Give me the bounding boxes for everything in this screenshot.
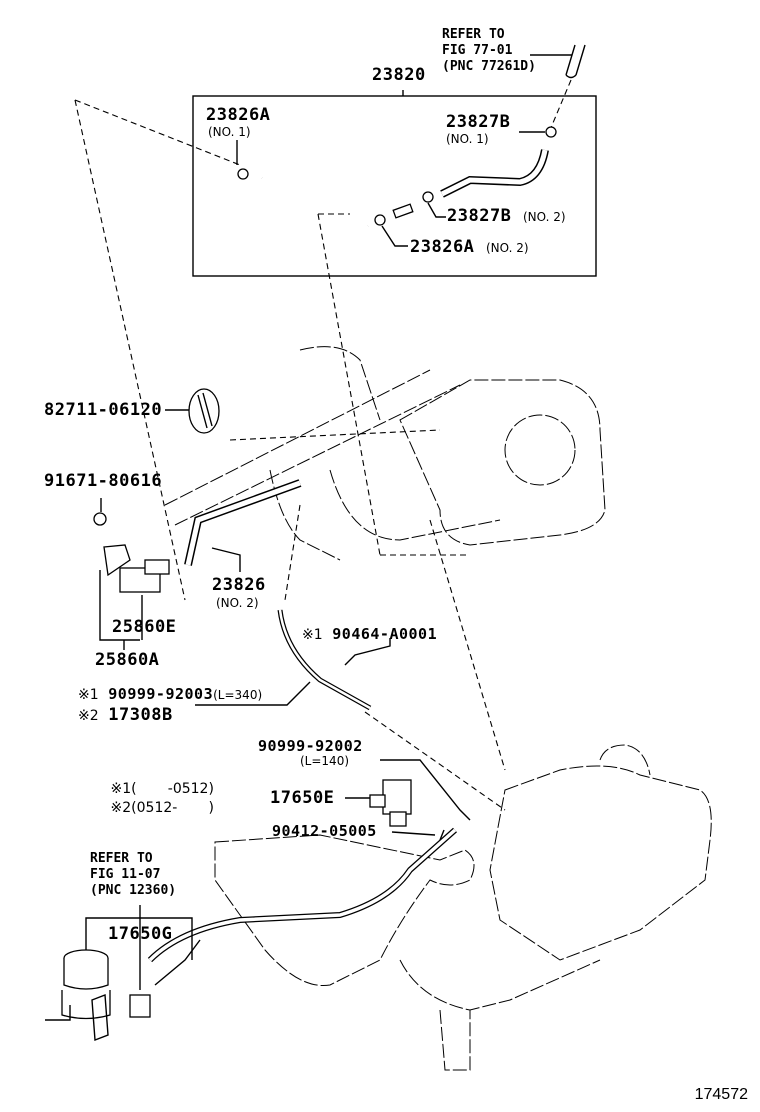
part-17308b: ※2 17308B [78,705,173,724]
dash-line [317,213,381,556]
note-range: (0512- ) [131,800,214,816]
clamp-icon [237,168,249,180]
cap-detail [197,392,213,429]
part-sub-23827b-no1: (NO. 1) [446,132,489,146]
outline [439,1009,471,1071]
part-90999-92003: ※1 90999-92003(L=340) [78,684,262,703]
part-label-23827b-no1[interactable]: 23827B [446,112,511,132]
note-row: ※2(0512- ) [72,778,214,816]
part-90464-a0001: ※1 90464-A0001 [302,624,437,643]
vsv-valve-icon [119,567,161,593]
part-label-23820[interactable]: 23820 [372,65,426,85]
part-label-25860e[interactable]: 25860E [112,617,177,637]
main-hose-icon [147,827,457,963]
note-range: ( -0512) [131,781,214,797]
part-label-23826a-no1[interactable]: 23826A [206,105,271,125]
outline [599,744,651,776]
clamp-icon [422,191,434,203]
mount-part [45,994,109,1041]
part-sub-23827b-no2: (NO. 2) [523,210,566,224]
part-label-90999-92003[interactable]: 90999-92003 [108,685,214,703]
note-mark: ※2 [78,708,99,724]
pipe-end-icon [565,44,586,79]
hose-clip-icon [344,638,391,666]
hose-line [154,939,201,986]
pipe-inner [185,480,301,566]
part-label-90464-a0001[interactable]: 90464-A0001 [332,625,438,643]
dash-line [284,504,301,601]
dash-line [549,79,572,131]
clamp-icon [545,126,557,138]
leader-line [195,681,311,706]
fitting-icon [439,829,445,841]
part-label-17650e[interactable]: 17650E [270,788,335,808]
note-mark: ※2 [110,800,132,816]
pipe-23826-no2-icon [184,479,302,566]
part-sub-23826a-no1: (NO. 1) [208,125,251,139]
part-label-82711-06120[interactable]: 82711-06120 [44,400,163,420]
vsv-part [389,811,407,827]
leader-line [85,917,193,980]
bolt-icon [93,512,107,526]
outline [269,469,341,561]
hose-inner [278,609,371,710]
fuel-tank-outline [214,834,475,987]
hose-inner [440,149,548,197]
canister-body-outline [399,379,606,546]
vsv-17650g-icon [129,994,151,1018]
outline [489,765,712,961]
note-mark: ※1 [302,627,323,643]
part-label-25860a[interactable]: 25860A [95,650,160,670]
hose-inner [260,166,369,231]
leader-line [211,547,241,572]
part-label-17650g[interactable]: 17650G [108,924,173,944]
part-sub-90999-92002: (L=140) [300,754,350,768]
reference-line: (PNC 12360) [90,883,177,898]
vsv-part [144,559,170,575]
reference-line: FIG 11-07 [90,867,161,882]
outline [504,414,576,486]
mount-part [63,958,109,990]
reference-line: FIG 77-01 [442,43,513,58]
part-label-90412-05005[interactable]: 90412-05005 [272,822,377,840]
dash-line [364,711,506,811]
part-sub-23826a-no2: (NO. 2) [486,241,529,255]
vsv-17650e-icon [382,779,412,815]
notes-legend: ※1( -0512) ※2(0512- ) [72,759,214,816]
note-mark: ※1 [78,687,99,703]
hose-inner [148,828,457,962]
leader-line [391,831,436,836]
part-label-90999-92002[interactable]: 90999-92002 [258,737,363,755]
leader-line [381,225,408,247]
part-sub-90999-92003: (L=340) [213,688,263,702]
note-mark: ※1 [110,781,132,797]
reference-line: (PNC 77261D) [442,59,536,74]
vsv-part [369,794,386,808]
leader-line [427,202,446,218]
part-label-23826-no2[interactable]: 23826 [212,575,266,595]
reference-11-07: REFER TO FIG 11-07 (PNC 12360) [90,851,176,899]
dash-line [429,519,506,771]
clamp-icon [374,214,386,226]
dash-line [74,99,186,601]
engine-outline [164,346,501,541]
reference-77-01: REFER TO FIG 77-01 (PNC 77261D) [442,27,536,75]
figure-number: 174572 [694,1086,748,1103]
connector-icon [392,203,414,219]
reference-line: REFER TO [90,851,153,866]
part-label-17308b[interactable]: 17308B [108,705,173,725]
bracket-icon [103,544,131,577]
part-label-91671-80616[interactable]: 91671-80616 [44,471,163,491]
leader-line [99,570,140,641]
dash-line [229,429,441,441]
note-row: ※1( -0512) [72,759,214,797]
reference-line: REFER TO [442,27,505,42]
mount-part [61,990,111,1020]
part-label-23826a-no2[interactable]: 23826A [410,237,475,257]
part-sub-23826-no2: (NO. 2) [216,596,259,610]
hose-assembly-box [192,95,597,277]
leader-line [380,759,471,821]
part-label-23827b-no2[interactable]: 23827B [447,206,512,226]
outline [399,959,601,1011]
